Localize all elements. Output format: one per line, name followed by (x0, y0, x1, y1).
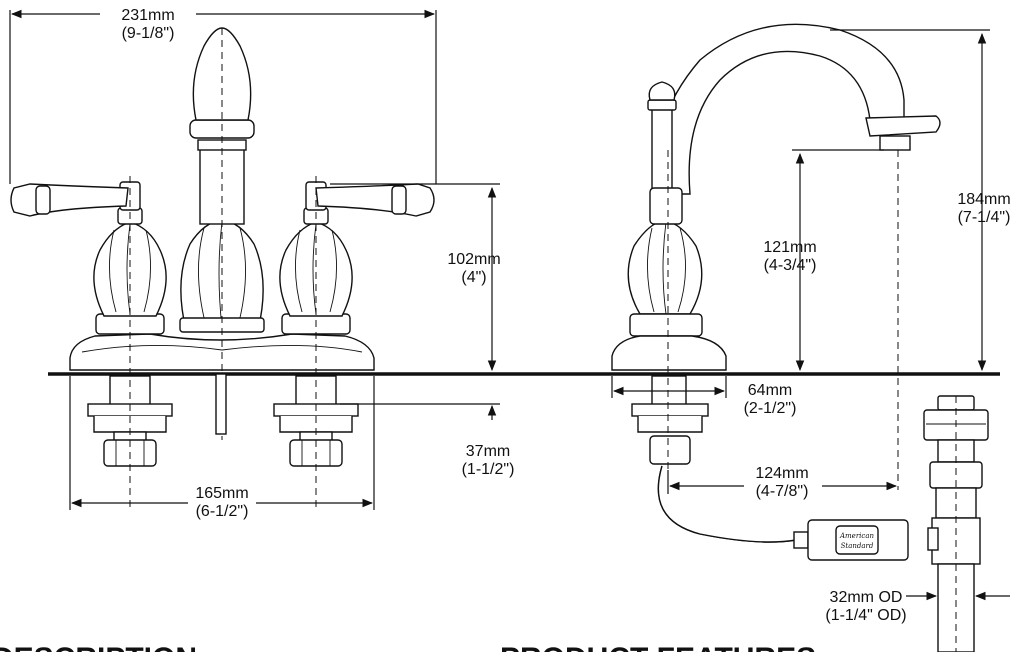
dim-handle-height-mm: 102mm (447, 251, 500, 268)
dim-shank-length-inch: (1-1/2") (462, 461, 515, 478)
side-view: American Standard 121mm (4-3/4") 184mm (… (611, 23, 1011, 561)
dim-overall-height-inch: (7-1/4") (958, 209, 1011, 226)
center-spout (179, 27, 265, 440)
dim-handle-height-inch: (4") (461, 269, 486, 286)
side-spout-arch (654, 23, 905, 195)
dim-handle-height: 102mm (4") (330, 183, 501, 372)
description-heading: DESCRIPTION (0, 642, 197, 652)
dim-spout-clearance: 121mm (4-3/4") (763, 149, 884, 372)
dim-base-diameter: 64mm (2-1/2") (611, 376, 797, 417)
dim-center-spread-mm: 165mm (195, 485, 248, 502)
dim-base-diameter-inch: (2-1/2") (744, 400, 797, 417)
dim-drain-od: 32mm OD (1-1/4" OD) (825, 589, 1010, 624)
dim-overall-width: 231mm (9-1/8") (9, 7, 437, 184)
dim-spout-reach-mm: 124mm (755, 465, 808, 482)
logo-line-1: American (839, 532, 875, 540)
dim-shank-length: 37mm (1-1/2") (340, 403, 515, 478)
dim-overall-height-mm: 184mm (957, 191, 1010, 208)
dim-spout-clearance-inch: (4-3/4") (764, 257, 817, 274)
left-valve (10, 181, 167, 335)
product-features-heading: PRODUCT FEATURES: (500, 642, 826, 652)
dim-spout-reach: 124mm (4-7/8") (667, 465, 898, 500)
dim-overall-width-mm: 231mm (121, 7, 174, 24)
dim-shank-length-mm: 37mm (466, 443, 510, 460)
center-pin (215, 373, 227, 435)
dim-overall-width-inch: (9-1/8") (122, 25, 175, 42)
left-lever (10, 183, 129, 217)
dim-center-spread: 165mm (6-1/2") (69, 376, 375, 520)
dim-center-spread-inch: (6-1/2") (196, 503, 249, 520)
right-shank (273, 176, 359, 510)
dim-spout-clearance-mm: 121mm (763, 239, 816, 256)
dim-overall-height: 184mm (7-1/4") (830, 29, 1011, 372)
brand-logo-box: American Standard (807, 519, 909, 561)
right-valve (279, 181, 435, 335)
front-view: 231mm (9-1/8") 102mm (4") 37mm (1-1/2") … (9, 7, 1000, 520)
dim-base-diameter-mm: 64mm (748, 382, 792, 399)
pop-up-drain: 32mm OD (1-1/4" OD) (825, 395, 1010, 652)
dim-drain-od-mm: 32mm OD (830, 589, 903, 606)
dim-drain-od-inch: (1-1/4" OD) (825, 607, 906, 624)
logo-line-2: Standard (841, 542, 874, 550)
right-lever (315, 183, 435, 217)
left-shank (87, 176, 173, 510)
dim-spout-reach-inch: (4-7/8") (756, 483, 809, 500)
